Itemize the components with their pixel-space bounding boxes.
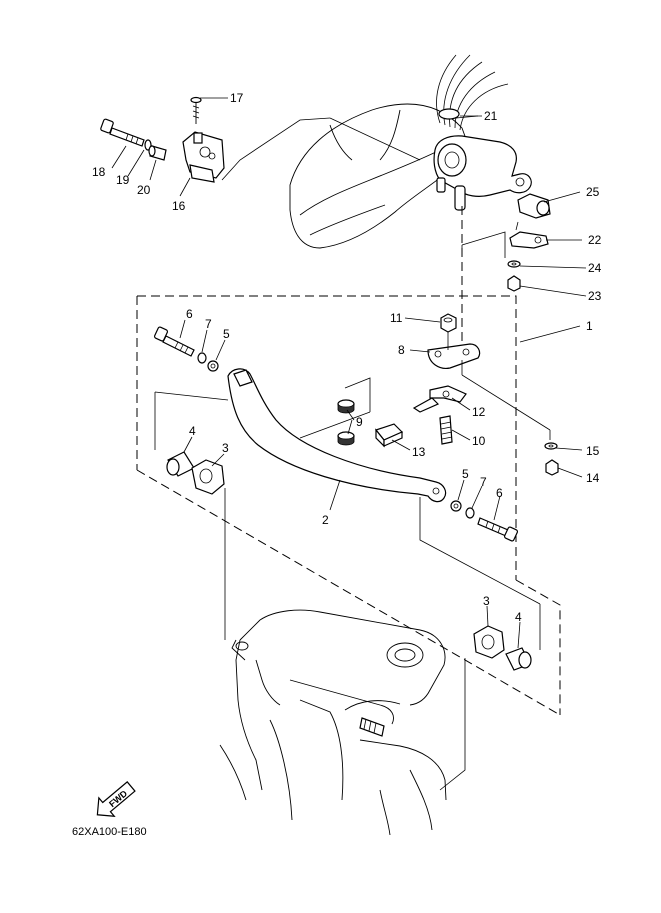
callout-4-left: 4 — [189, 424, 196, 438]
bolt-6-right — [477, 517, 519, 542]
washer-15 — [544, 442, 558, 450]
callout-4-right: 4 — [515, 610, 522, 624]
nut-3-right — [473, 625, 505, 659]
throttle-cables — [436, 54, 509, 131]
throttle-handle-bracket — [433, 135, 532, 211]
cable-clamp-21 — [438, 108, 479, 120]
callout-1: 1 — [586, 319, 593, 333]
callout-5-right: 5 — [462, 467, 469, 481]
callout-17: 17 — [230, 91, 244, 105]
washer-5-right — [450, 500, 462, 512]
callout-9: 9 — [356, 415, 363, 429]
callout-10: 10 — [472, 434, 486, 448]
callout-19: 19 — [116, 173, 130, 187]
screw-17 — [190, 96, 202, 124]
nut-11 — [440, 313, 457, 333]
bolt-14 — [545, 459, 559, 476]
threaded-stud — [359, 717, 385, 737]
callout-16: 16 — [172, 199, 186, 213]
bracket-22 — [509, 221, 549, 249]
callout-11: 11 — [390, 311, 403, 325]
washer-5-left — [207, 360, 219, 372]
swivel-bracket-ghost — [219, 609, 447, 836]
callout-7-right: 7 — [480, 475, 487, 489]
callout-21: 21 — [484, 109, 498, 123]
callout-7-left: 7 — [205, 317, 212, 331]
callout-8: 8 — [398, 343, 405, 357]
diagram-code: 62XA100-E180 — [72, 826, 147, 838]
shift-rod-2 — [227, 368, 447, 503]
callout-23: 23 — [588, 289, 602, 303]
callout-18: 18 — [92, 165, 106, 179]
pin-10 — [439, 415, 453, 445]
callout-3-right: 3 — [483, 594, 490, 608]
bracket-8 — [427, 343, 481, 369]
bolt-6-left — [153, 326, 195, 357]
bolt-23 — [507, 275, 521, 292]
callout-14: 14 — [586, 471, 600, 485]
block-13 — [374, 423, 404, 448]
collar-4-left — [166, 451, 195, 477]
fwd-arrow-icon: FWD — [96, 781, 136, 817]
callout-leaders — [111, 97, 587, 649]
callout-6-right: 6 — [496, 486, 503, 500]
washer-24 — [507, 260, 521, 268]
callout-5-left: 5 — [223, 327, 230, 341]
nut-3-left — [191, 459, 225, 495]
callout-3-left: 3 — [222, 441, 229, 455]
callout-2: 2 — [322, 513, 329, 527]
bolt-18 — [100, 118, 145, 147]
washer-7-right — [465, 507, 475, 519]
callout-22: 22 — [588, 233, 602, 247]
callout-12: 12 — [472, 405, 486, 419]
callout-15: 15 — [586, 444, 600, 458]
grommet-9 — [337, 399, 355, 446]
callout-13: 13 — [412, 445, 426, 459]
collar-4-right — [505, 647, 532, 671]
callout-labels: 17 21 18 19 20 16 25 22 24 23 1 6 7 5 11… — [92, 91, 602, 624]
callout-6-left: 6 — [186, 307, 193, 321]
washer-7-left — [197, 352, 207, 364]
callout-20: 20 — [137, 183, 151, 197]
neutral-switch-16 — [182, 117, 421, 183]
callout-24: 24 — [588, 261, 602, 275]
clip-12 — [412, 385, 467, 413]
collar-20 — [148, 145, 167, 161]
callout-25: 25 — [586, 185, 600, 199]
sensor-25 — [517, 193, 551, 219]
